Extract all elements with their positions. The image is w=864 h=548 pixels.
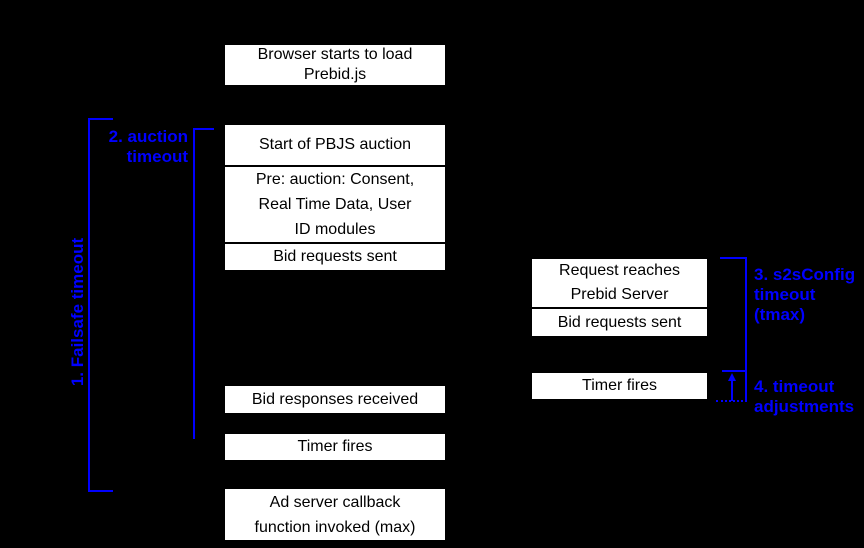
ad-server-line2: function invoked (max) [254,518,416,536]
stack-divider [225,165,445,167]
client-timer-label: Timer fires [297,438,373,455]
auction-timeout-label: 2. auction timeout [88,127,188,167]
server-request-stack: Request reaches Prebid Server Bid reques… [532,259,707,336]
adjustment-arrow-shaft [731,380,733,401]
client-timer-box: Timer fires [225,434,445,460]
start-auction-segment: Start of PBJS auction [225,125,445,165]
auction-timeout-line1: 2. auction [108,127,188,146]
s2s-bracket-tick-mid [722,370,747,372]
browser-load-line2: Prebid.js [303,66,367,83]
failsafe-bracket-tick-top [88,118,113,120]
server-bid-requests-label: Bid requests sent [557,313,682,331]
request-reaches-line2: Prebid Server [570,286,669,303]
request-reaches-line1: Request reaches [559,262,680,279]
ad-server-line1: Ad server callback [269,493,401,511]
s2s-timeout-line2: timeout (tmax) [754,285,816,324]
auction-bracket-line [193,128,195,439]
browser-load-line1: Browser starts to load [257,46,413,63]
browser-load-box: Browser starts to load Prebid.js [225,45,445,85]
adjustment-dotted-line [716,400,747,402]
pre-auction-line2: Real Time Data, User [258,196,412,213]
server-bid-requests-segment: Bid requests sent [532,309,707,336]
ad-server-box: Ad server callback function invoked (max… [225,489,445,540]
adjustment-arrow-head-icon [728,373,736,381]
auction-stack: Start of PBJS auction Pre: auction: Cons… [225,125,445,270]
bid-requests-segment: Bid requests sent [225,244,445,270]
bid-requests-label: Bid requests sent [273,248,397,265]
failsafe-bracket-tick-bottom [88,490,113,492]
timeout-adjustments-line1: 4. timeout [754,377,835,396]
request-reaches-segment: Request reaches Prebid Server [532,259,707,307]
auction-bracket-tick [193,128,214,130]
timeout-adjustments-label: 4. timeout adjustments [754,377,864,417]
bid-responses-label: Bid responses received [251,390,419,408]
s2s-timeout-label: 3. s2sConfig timeout (tmax) [754,265,864,325]
s2s-timeout-line1: 3. s2sConfig [754,265,856,284]
pre-auction-line1: Pre: auction: Consent, [255,171,415,188]
failsafe-timeout-label: 1. Failsafe timeout [68,237,87,387]
pre-auction-line3: ID modules [294,221,376,238]
server-timer-box: Timer fires [532,373,707,399]
s2s-bracket-tick-top [720,257,747,259]
stack-divider [225,242,445,244]
bid-responses-box: Bid responses received [225,386,445,413]
start-auction-label: Start of PBJS auction [258,136,412,153]
auction-timeout-line2: timeout [126,147,188,166]
pre-auction-segment: Pre: auction: Consent, Real Time Data, U… [225,167,445,242]
failsafe-bracket-line [88,118,90,492]
timeout-adjustments-line2: adjustments [754,397,855,416]
s2s-bracket-line [745,257,747,402]
stack-divider [532,307,707,309]
server-timer-label: Timer fires [582,377,657,394]
